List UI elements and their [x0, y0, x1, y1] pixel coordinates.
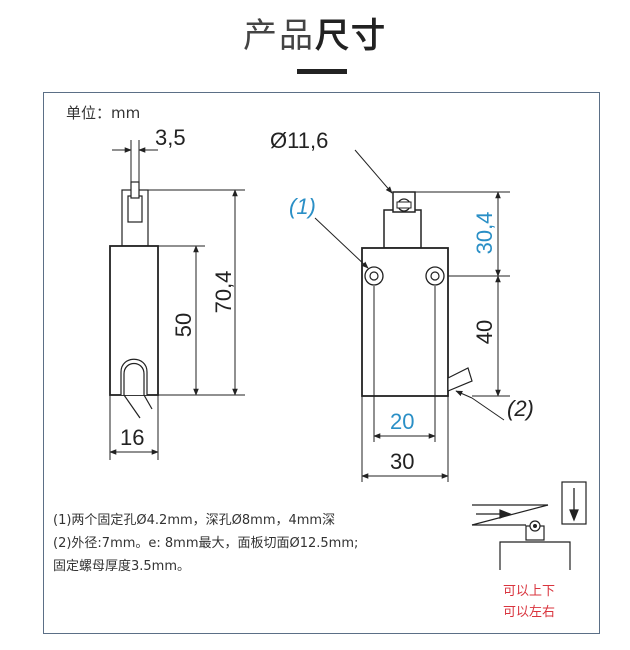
diagram-frame: [43, 92, 600, 634]
front-width-dims: [361, 286, 449, 482]
hole-ref-label: (1): [289, 194, 316, 219]
side-view: [109, 181, 159, 419]
unit-label: 单位：mm: [66, 104, 141, 122]
roller-height-value: 30,4: [472, 212, 497, 255]
title-bold: 尺寸: [315, 16, 387, 56]
overall-height-value: 70,4: [211, 271, 236, 314]
front-view: [361, 191, 473, 397]
note-line-3: 固定螺母厚度3.5mm。: [53, 559, 191, 574]
actuation-diagram: [471, 481, 587, 570]
pin-width-value: 3,5: [155, 125, 186, 150]
side-width-value: 16: [120, 425, 144, 450]
right-height-dims: [415, 191, 510, 397]
front-width-value: 30: [390, 449, 414, 474]
cable-leader: [455, 390, 505, 421]
page-title: 产品尺寸: [0, 8, 630, 57]
actuation-note-2: 可以左右: [503, 605, 556, 620]
roller-dia-value: Ø11,6: [270, 128, 328, 153]
side-width-dim: [109, 395, 159, 460]
roller-dia-leader: [354, 149, 393, 194]
actuation-note-1: 可以上下: [503, 584, 556, 599]
note-line-1: (1)两个固定孔Ø4.2mm，深孔Ø8mm，4mm深: [53, 513, 336, 528]
right-height-value: 40: [472, 320, 497, 344]
note-line-2: (2)外径:7mm。e: 8mm最大，面板切面Ø12.5mm;: [53, 536, 359, 551]
body-height-value: 50: [171, 313, 196, 337]
cable-ref-label: (2): [507, 396, 534, 421]
title-underline: [297, 69, 347, 74]
height-dims: [140, 189, 245, 396]
hole-leader: [314, 217, 369, 269]
pin-width-dim: [112, 140, 158, 182]
title-light: 产品: [243, 16, 315, 56]
hole-spacing-value: 20: [390, 409, 414, 434]
